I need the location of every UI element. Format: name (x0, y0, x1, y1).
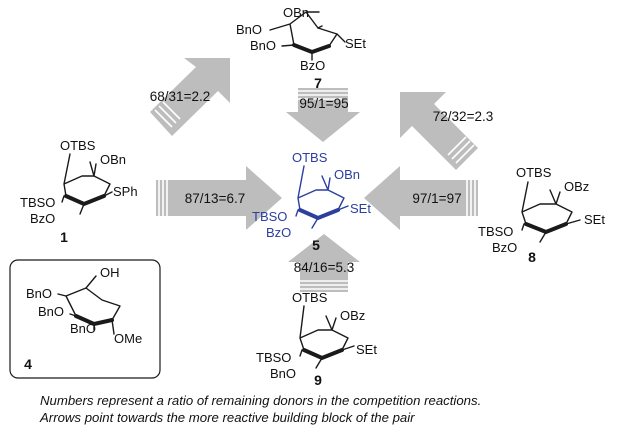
c5-tbso-label: TBSO (252, 209, 287, 224)
arrow-1-to-7 (150, 58, 230, 136)
c8-number: 8 (528, 249, 536, 265)
ratio-1-5: 87/13=6.7 (185, 191, 245, 206)
c4-front-edge (74, 314, 114, 327)
ratio-9-5: 84/16=5.3 (294, 260, 354, 275)
c4-substituent-bonds (57, 293, 115, 335)
arrow-8-to-5 (364, 166, 478, 230)
compound-7: OBn BnO BnO SEt BzO 7 (236, 5, 366, 91)
c9-tbso-label: TBSO (256, 350, 291, 365)
c7-sr-label: SEt (345, 36, 366, 51)
ratio-1-7: 68/31=2.2 (150, 89, 210, 104)
c4-bno3-label: BnO (70, 321, 96, 336)
c7-substituent-bonds (281, 25, 346, 61)
c7-front-edge (292, 43, 331, 55)
c9-number: 9 (314, 372, 322, 388)
arrow-9-to-5 (288, 234, 360, 292)
c9-otbs-label: OTBS (292, 290, 328, 305)
c5-acyl-label: BzO (266, 225, 291, 240)
c1-tbso-label: TBSO (20, 195, 55, 210)
compound-8: OTBS OBz SEt TBSO BzO 8 (478, 165, 605, 265)
c4-bno2-label: BnO (38, 304, 64, 319)
ratio-8-5: 97/1=97 (412, 191, 461, 206)
arrow-1-to-5 (156, 166, 282, 230)
c8-front-edge (524, 222, 568, 235)
c5-front-edge (298, 208, 340, 221)
c7-acyl-label: BzO (300, 58, 325, 73)
compound-4-box: OH BnO BnO BnO OMe 4 (9, 259, 161, 379)
c1-sr-label: SPh (113, 184, 138, 199)
c5-otbs-label: OTBS (292, 150, 328, 165)
c5-sr-label: SEt (350, 201, 371, 216)
c7-bno1-label: BnO (236, 22, 262, 37)
c7-number: 7 (314, 75, 322, 91)
c9-sr-label: SEt (356, 342, 377, 357)
c1-otbs-label: OTBS (60, 138, 96, 153)
c9-acyl-label: BnO (270, 366, 296, 381)
c4-bno1-label: BnO (26, 286, 52, 301)
c8-obz-label: OBz (564, 179, 589, 194)
c9-obz-label: OBz (340, 308, 365, 323)
c8-tbso-label: TBSO (478, 224, 513, 239)
arrow-8-to-7 (400, 92, 478, 170)
c7-bno2-label: BnO (250, 38, 276, 53)
c5-number: 5 (312, 237, 320, 253)
compound-9: OTBS OBz SEt TBSO BnO 9 (256, 290, 377, 388)
footnote-line-2: Arrows point towards the more reactive b… (40, 410, 415, 425)
c7-obn-label: OBn (283, 5, 309, 20)
c8-acyl-label: BzO (492, 240, 517, 255)
c4-number: 4 (24, 356, 32, 372)
arrow-7-to-5 (286, 88, 360, 142)
c4-ring (65, 275, 121, 325)
c5-obn-label: OBn (334, 167, 360, 182)
ratio-7-5: 95/1=95 (299, 96, 348, 111)
c9-front-edge (302, 348, 344, 361)
c1-number: 1 (60, 229, 68, 245)
c8-otbs-label: OTBS (516, 165, 552, 180)
compound-5: OTBS OBn SEt TBSO BzO 5 (252, 150, 371, 253)
c1-obn-label: OBn (100, 152, 126, 167)
ratio-8-7: 72/32=2.3 (433, 109, 493, 124)
compound-1: OTBS OBn SPh TBSO BzO 1 (20, 138, 138, 245)
c1-acyl-label: BzO (30, 211, 55, 226)
footnote: Numbers represent a ratio of remaining d… (40, 392, 620, 426)
c4-frame (9, 259, 161, 379)
c4-ome-label: OMe (114, 331, 142, 346)
c1-front-edge (64, 194, 106, 207)
c8-sr-label: SEt (584, 212, 605, 227)
footnote-line-1: Numbers represent a ratio of remaining d… (40, 393, 482, 408)
c4-oh-label: OH (100, 265, 120, 280)
